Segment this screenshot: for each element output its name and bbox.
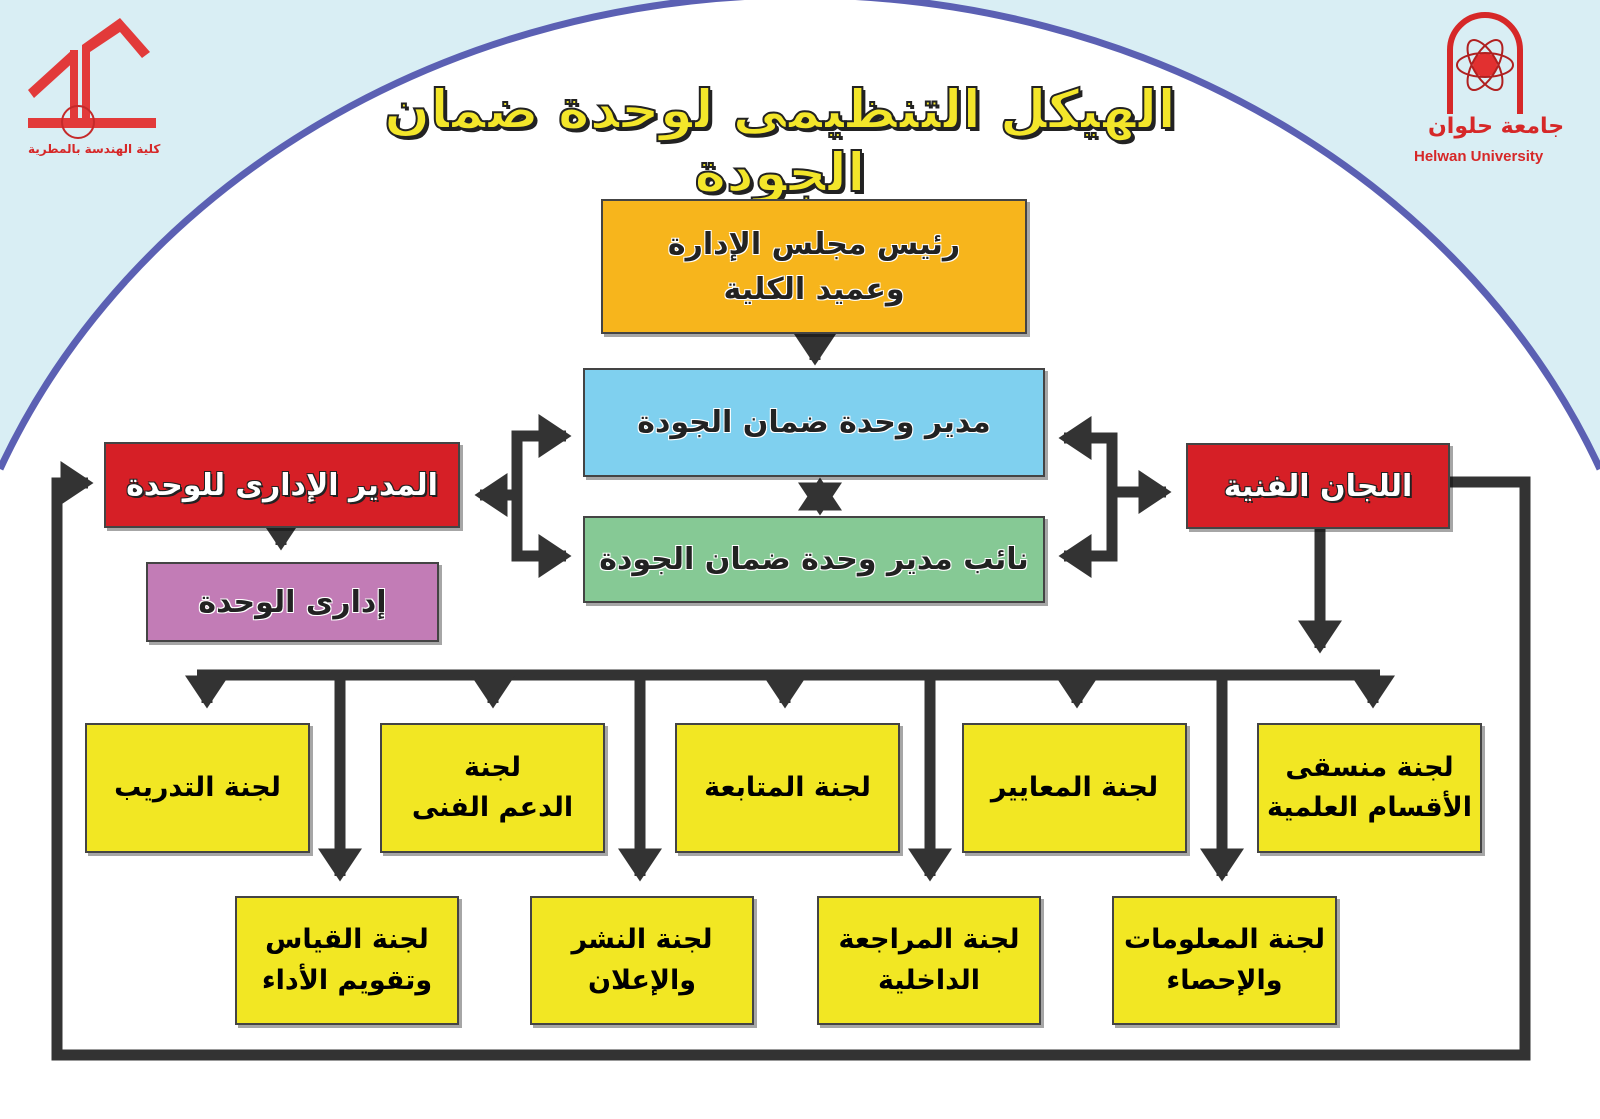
committee-internal-review: لجنة المراجعة الداخلية [817, 896, 1041, 1025]
university-logo-english: Helwan University [1414, 148, 1544, 165]
node-unit-director: مدير وحدة ضمان الجودة [583, 368, 1045, 477]
committee-training: لجنة التدريب [85, 723, 310, 853]
university-logo [1447, 12, 1523, 114]
committee-measurement: لجنة القياس وتقويم الأداء [235, 896, 459, 1025]
committee-publishing: لجنة النشر والإعلان [530, 896, 754, 1025]
node-admin-manager: المدير الإدارى للوحدة [104, 442, 460, 528]
node-unit-admin: إدارى الوحدة [146, 562, 439, 642]
node-technical-committees: اللجان الفنية [1186, 443, 1450, 529]
faculty-logo [28, 18, 156, 139]
faculty-logo-text: كلية الهندسة بالمطرية [28, 142, 161, 156]
committee-department-coordinators: لجنة منسقى الأقسام العلمية [1257, 723, 1482, 853]
node-board-head: رئيس مجلس الإدارة وعميد الكلية [601, 199, 1027, 334]
left-bracket [511, 430, 560, 562]
page-title: الهيكل التنظيمى لوحدة ضمان الجودة [383, 77, 1177, 205]
node-deputy-director: نائب مدير وحدة ضمان الجودة [583, 516, 1045, 603]
university-logo-arabic: جامعة حلوان [1428, 114, 1565, 139]
right-bracket [1068, 432, 1118, 562]
row1-drops [185, 675, 1395, 709]
committee-technical-support: لجنة الدعم الفنى [380, 723, 605, 853]
row2-drops [318, 675, 1244, 882]
committee-information-statistics: لجنة المعلومات والإحصاء [1112, 896, 1337, 1025]
committee-follow-up: لجنة المتابعة [675, 723, 900, 853]
committee-standards: لجنة المعايير [962, 723, 1187, 853]
